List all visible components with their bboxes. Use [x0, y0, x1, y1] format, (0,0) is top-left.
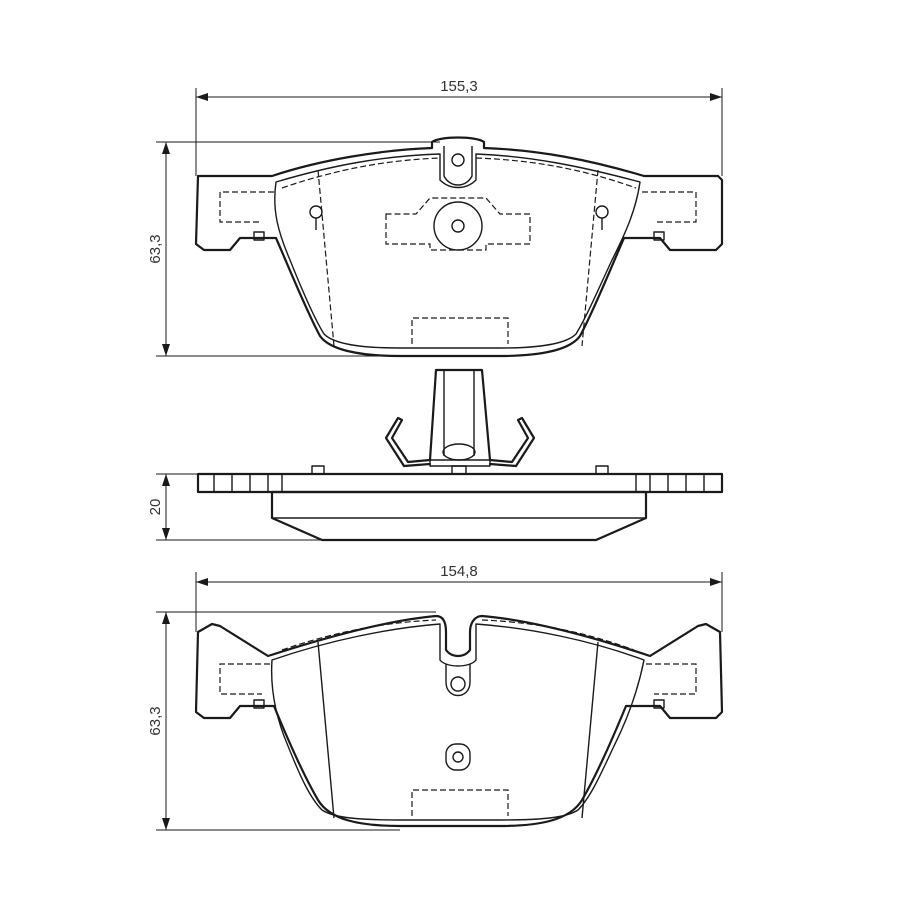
top-view-hidden-bottom-tab: [411, 317, 509, 344]
top-width-dimension: 155,3: [195, 78, 723, 176]
bottom-view-pad: [194, 614, 724, 828]
side-view-center-spring: [428, 368, 492, 462]
bottom-view-hidden-left-ear: [219, 663, 270, 695]
top-view-hidden-top-edge: [281, 157, 637, 189]
top-view-right-rivet: [595, 205, 609, 230]
bottom-height-label: 63,3: [147, 706, 164, 735]
top-view-hidden-guide: [385, 197, 531, 251]
top-view-center-clip: [443, 146, 473, 186]
top-view-hidden-left-slot: [317, 169, 335, 347]
bottom-view-hidden-right-ear: [646, 663, 697, 695]
bottom-height-dimension: 63,3: [147, 611, 436, 831]
bottom-view-hidden-top-edge: [281, 619, 635, 651]
side-view-right-bump: [595, 465, 609, 475]
top-view-left-tab: [253, 231, 265, 241]
bottom-view-right-tab: [653, 699, 665, 709]
top-height-dimension: 63,3: [147, 141, 440, 357]
top-view-hidden-right-ear: [642, 191, 697, 223]
side-view-backing-plate: [196, 472, 724, 494]
top-width-label: 155,3: [440, 78, 478, 95]
top-view-friction-outline: [274, 153, 641, 349]
bottom-view-right-slot: [581, 641, 599, 819]
side-view-right-wire: [488, 416, 536, 468]
top-view-hidden-left-ear: [219, 191, 274, 223]
top-view-outline: [194, 136, 724, 358]
top-view-pad: [194, 136, 724, 358]
bottom-view-wear-indicator: [445, 743, 471, 771]
top-view-right-tab: [653, 231, 665, 241]
top-view-hidden-right-slot: [581, 169, 599, 347]
top-height-label: 63,3: [147, 234, 164, 263]
side-view-left-bump: [311, 465, 325, 475]
side-view-pad: [196, 368, 724, 542]
bottom-view-clip-hole: [450, 676, 466, 692]
top-view-left-rivet: [309, 205, 323, 230]
side-view-left-wire: [384, 416, 432, 468]
bottom-width-label: 154,8: [440, 563, 478, 580]
top-view-hub-outer: [433, 201, 483, 251]
bottom-view-friction-face: [270, 623, 645, 821]
top-view-hub-inner: [451, 219, 465, 233]
bottom-view-hidden-bottom-tab: [411, 789, 509, 816]
side-view-spring-base: [442, 443, 476, 461]
side-thickness-dimension: 20: [147, 473, 322, 541]
top-view-clip-hole: [451, 153, 465, 167]
bottom-view-outline: [194, 614, 724, 828]
side-thickness-label: 20: [147, 499, 164, 516]
bottom-view-left-tab: [253, 699, 265, 709]
side-view-friction: [270, 490, 648, 542]
bottom-view-left-slot: [317, 641, 335, 819]
bottom-width-dimension: 154,8: [195, 563, 723, 632]
